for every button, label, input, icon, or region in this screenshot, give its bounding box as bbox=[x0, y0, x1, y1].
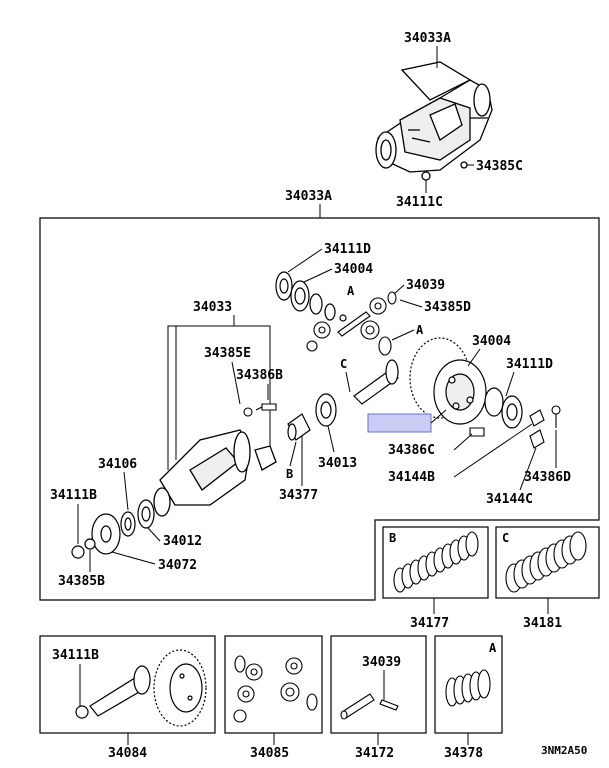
assembly-frame bbox=[39, 217, 600, 601]
kit-shims-a-illustration bbox=[445, 669, 491, 707]
top-housing-illustration bbox=[375, 61, 493, 181]
shims-c-letter: C bbox=[502, 531, 509, 545]
label-seal-front: 34012 bbox=[163, 534, 202, 549]
label-bolt-left: 34386B bbox=[236, 368, 283, 383]
label-nut-left: 34111B bbox=[50, 488, 97, 503]
leader-flange bbox=[111, 551, 156, 565]
leader-bearing-right bbox=[505, 371, 515, 397]
letter-c: C bbox=[340, 357, 347, 371]
label-seal: 34106 bbox=[98, 457, 137, 472]
shims-c-illustration bbox=[505, 531, 587, 593]
label-kit-pin-part: 34039 bbox=[362, 655, 401, 670]
label-pin-lower: 34144B bbox=[388, 470, 435, 485]
label-bearing-right: 34111D bbox=[506, 357, 553, 372]
label-top-housing: 34033A bbox=[404, 31, 451, 46]
leader-bolt-right bbox=[453, 433, 473, 451]
label-diff-case-upper: 34004 bbox=[334, 262, 373, 277]
leader-letter-b bbox=[289, 441, 297, 467]
leader-diff-case-upper bbox=[303, 268, 333, 283]
leader-seal bbox=[123, 471, 129, 511]
letter-b: B bbox=[286, 467, 293, 481]
label-washer-left: 34385B bbox=[58, 574, 105, 589]
catalog-code: 3NM2A50 bbox=[541, 744, 587, 757]
kit-shims-a-letter: A bbox=[489, 641, 497, 655]
leader-letter-c bbox=[345, 371, 351, 393]
label-shaft-pin: 34039 bbox=[406, 278, 445, 293]
leader-highlight-part bbox=[430, 409, 447, 424]
label-top-plug: 34111C bbox=[396, 195, 443, 210]
label-plate: 34144C bbox=[486, 492, 533, 507]
carrier-housing bbox=[153, 429, 277, 517]
kit-pinion-illustration bbox=[75, 649, 207, 727]
leader-plate bbox=[519, 447, 537, 491]
leader-seal-front bbox=[147, 527, 161, 542]
leader-pin-bolt bbox=[399, 299, 423, 308]
label-kit-shims-a: 34378 bbox=[444, 746, 483, 761]
ring-gear-assembly bbox=[353, 337, 523, 429]
label-kit-gears: 34085 bbox=[250, 746, 289, 761]
leader-diff-case-right bbox=[467, 348, 481, 367]
kit-pin-illustration bbox=[340, 693, 399, 720]
label-kit-pin: 34172 bbox=[355, 746, 394, 761]
leader-pin-lower bbox=[453, 423, 533, 478]
kit-gears-illustration bbox=[233, 655, 318, 723]
highlight-box[interactable] bbox=[367, 413, 432, 433]
upper-bearing-stack bbox=[275, 271, 347, 322]
label-top-vent: 34385C bbox=[476, 159, 523, 174]
bolts-right bbox=[469, 405, 561, 449]
leader-bearing-upper bbox=[287, 248, 323, 273]
label-diff-case-right: 34004 bbox=[472, 334, 511, 349]
bearing-mid bbox=[287, 393, 337, 441]
label-bolt-right: 34386C bbox=[388, 443, 435, 458]
leader-breather bbox=[231, 361, 241, 405]
shims-b-illustration bbox=[393, 531, 479, 593]
label-case-group: 34033 bbox=[193, 300, 232, 315]
letter-a-mid: A bbox=[416, 323, 424, 337]
leader-bearing-mid bbox=[327, 425, 335, 453]
bolts-left bbox=[243, 403, 277, 417]
front-seals bbox=[71, 499, 155, 559]
label-side-cap: 34386D bbox=[524, 470, 571, 485]
label-kit-pinion: 34084 bbox=[108, 746, 147, 761]
label-main-assembly: 34033A bbox=[285, 189, 332, 204]
letter-a-upper: A bbox=[347, 284, 355, 298]
label-kit-pinion-nut: 34111B bbox=[52, 648, 99, 663]
spider-gears bbox=[306, 291, 397, 356]
leader-shaft-pin bbox=[393, 284, 405, 295]
label-pin-bolt: 34385D bbox=[424, 300, 471, 315]
leader-letter-a-mid bbox=[391, 329, 415, 341]
label-bearing-mid: 34013 bbox=[318, 456, 357, 471]
label-bearing-upper: 34111D bbox=[324, 242, 371, 257]
shims-b-letter: B bbox=[389, 531, 396, 545]
label-flange: 34072 bbox=[158, 558, 197, 573]
label-shims-b: 34177 bbox=[410, 616, 449, 631]
label-breather: 34385E bbox=[204, 346, 251, 361]
label-spacer: 34377 bbox=[279, 488, 318, 503]
label-shims-c: 34181 bbox=[523, 616, 562, 631]
